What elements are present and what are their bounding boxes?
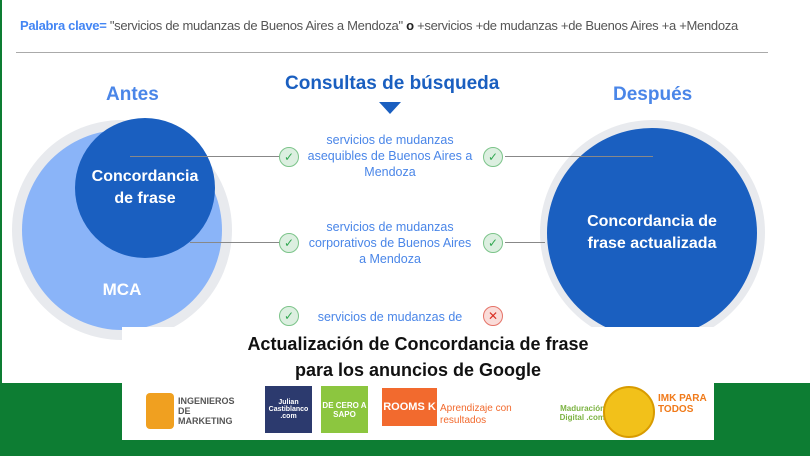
banner-title: Actualización de Concordancia de frase pa… (122, 331, 714, 383)
arrow-right (505, 156, 653, 157)
triangle-down-icon (379, 102, 401, 114)
keyword-or: o (406, 18, 414, 33)
title-line-2: para los anuncios de Google (294, 360, 542, 380)
mca-label: MCA (102, 280, 142, 299)
rooms-tagline: Aprendizaje con resultados (440, 403, 512, 426)
julian-logo: Julian Castiblanco .com (265, 386, 312, 433)
imk-logo: INGENIEROS DE MARKETING (142, 389, 242, 433)
query-item: servicios de mudanzas de (317, 310, 463, 324)
banner-panel: Actualización de Concordancia de frase pa… (122, 327, 714, 440)
cross-icon: ✕ (483, 306, 503, 326)
divider (16, 52, 768, 53)
arrow-right (505, 242, 545, 243)
imk-coin-logo (603, 386, 655, 438)
imk-todos-text: IMK PARA TODOS (658, 393, 707, 415)
phrase-match-label: Concordancia de frase (91, 168, 199, 207)
check-icon: ✓ (483, 147, 503, 167)
queries-heading: Consultas de búsqueda (285, 73, 500, 94)
query-item: servicios de mudanzas asequibles de Buen… (307, 133, 473, 179)
check-icon: ✓ (279, 306, 299, 326)
keyword-line: Palabra clave= "servicios de mudanzas de… (20, 18, 738, 33)
updated-phrase-match-circle: Concordancia de frase actualizada (547, 128, 757, 338)
query-item: servicios de mudanzas corporativos de Bu… (308, 220, 472, 266)
keyword-label: Palabra clave= (20, 18, 107, 33)
keyword-phrase: "servicios de mudanzas de Buenos Aires a… (109, 18, 403, 33)
imk-logo-text: INGENIEROS DE MARKETING (178, 396, 235, 426)
rooms-logo: ROOMS K (382, 388, 437, 426)
arrow-left (190, 242, 280, 243)
left-border (0, 0, 2, 383)
title-line-1: Actualización de Concordancia de frase (247, 334, 589, 354)
after-heading: Después (613, 84, 693, 105)
phrase-match-circle: Concordancia de frase (75, 118, 215, 258)
maduracion-logo: Maduración Digital .com (559, 404, 605, 422)
arrow-left (130, 156, 280, 157)
before-heading: Antes (106, 84, 159, 105)
check-icon: ✓ (279, 147, 299, 167)
keyword-broad: +servicios +de mudanzas +de Buenos Aires… (417, 18, 738, 33)
check-icon: ✓ (279, 233, 299, 253)
updated-phrase-match-label: Concordancia de frase actualizada (587, 213, 717, 252)
check-icon: ✓ (483, 233, 503, 253)
sapo-logo: DE CERO A SAPO (321, 386, 368, 433)
